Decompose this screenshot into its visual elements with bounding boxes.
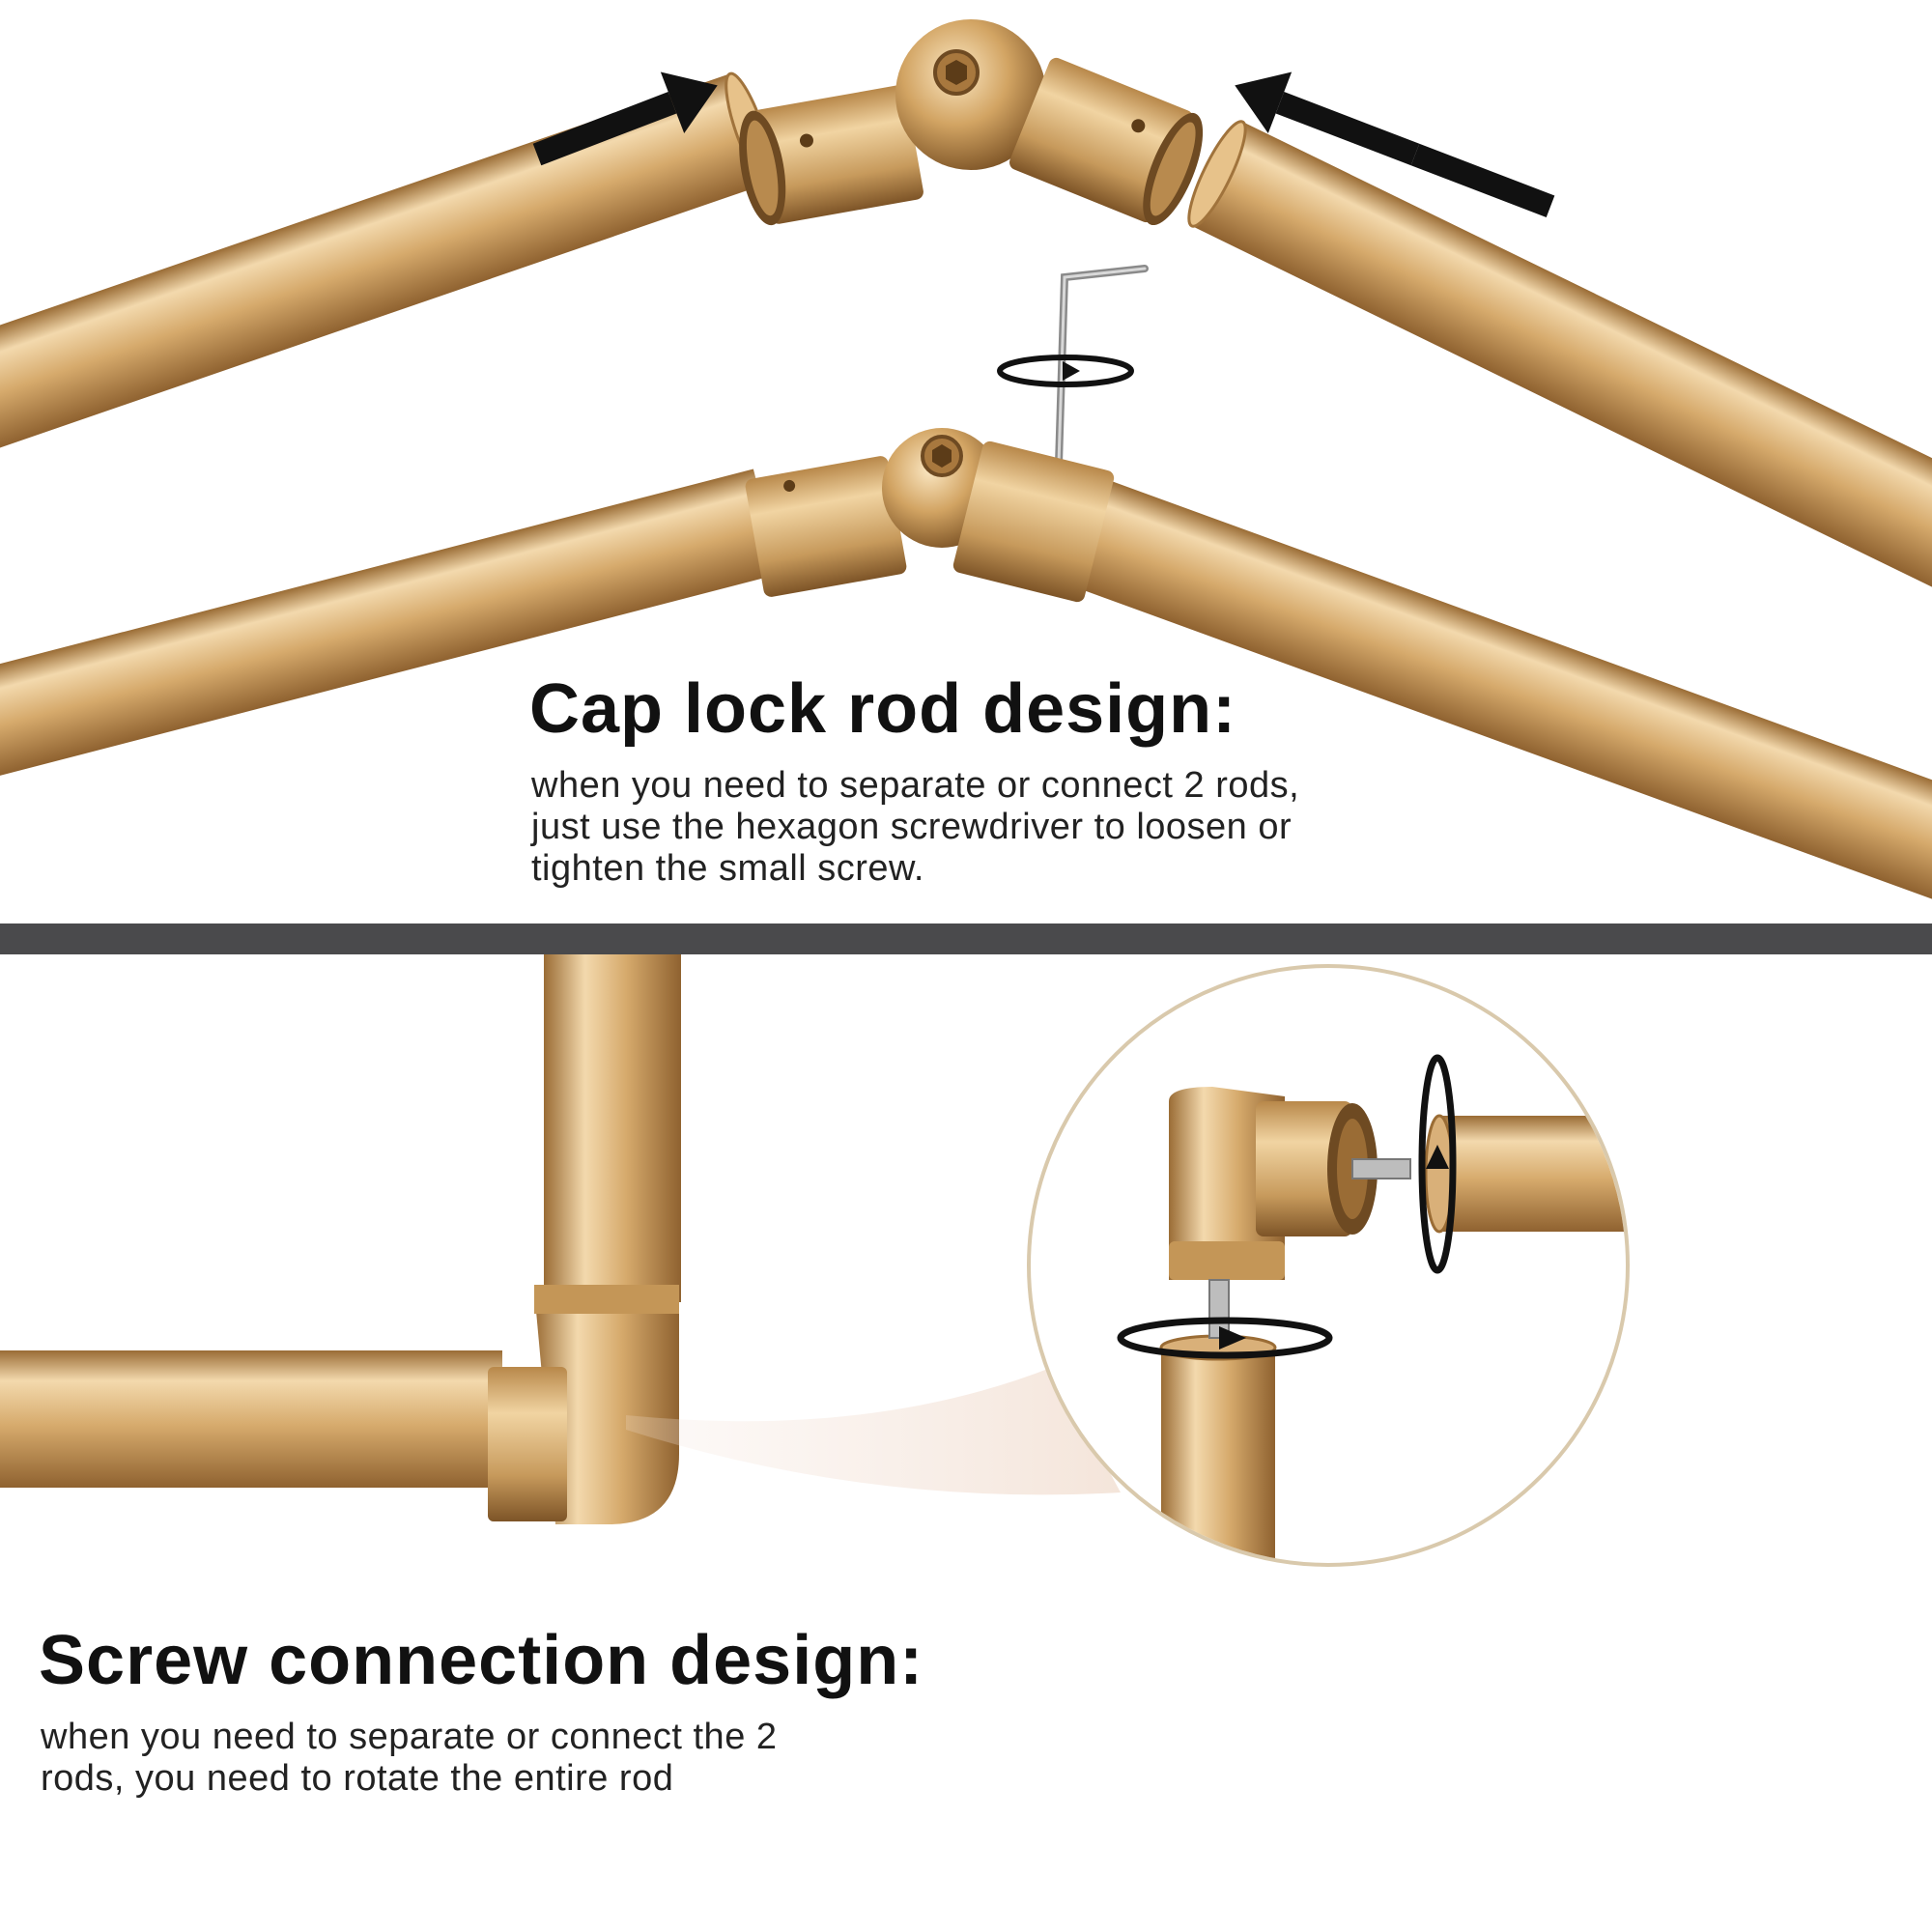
upper-right-rod bbox=[1187, 120, 1932, 608]
vertical-rod bbox=[544, 954, 681, 1302]
left-arrow-icon bbox=[1235, 71, 1555, 217]
screw-connection-description-line: rods, you need to rotate the entire rod bbox=[41, 1758, 674, 1799]
rotate-arrow-icon bbox=[1117, 1317, 1333, 1359]
cap-lock-description-line: just use the hexagon screwdriver to loos… bbox=[531, 807, 1293, 847]
rotate-arrow-icon bbox=[997, 355, 1134, 387]
screw-connection-heading: Screw connection design: bbox=[39, 1622, 924, 1699]
cap-lock-description-line: when you need to separate or connect 2 r… bbox=[531, 765, 1300, 806]
zoom-detail-circle bbox=[1027, 964, 1630, 1567]
cap-lock-heading: Cap lock rod design: bbox=[529, 670, 1237, 748]
lower-left-cap bbox=[745, 456, 907, 597]
cap-lock-description-line: tighten the small screw. bbox=[531, 848, 924, 889]
lower-right-rod bbox=[1053, 473, 1932, 910]
elbow-joint bbox=[488, 1285, 679, 1524]
right-arrow-icon bbox=[532, 71, 718, 166]
upper-left-rod bbox=[0, 71, 774, 467]
horizontal-rod bbox=[0, 1350, 502, 1488]
upper-left-cap bbox=[739, 85, 923, 226]
screw-connection-description: when you need to separate or connect the… bbox=[41, 1717, 778, 1800]
upper-right-cap bbox=[1009, 57, 1204, 226]
zoom-indicator bbox=[626, 1367, 1121, 1495]
lower-left-rod bbox=[0, 469, 781, 792]
upper-ball-joint bbox=[895, 19, 1046, 170]
cap-lock-description: when you need to separate or connect 2 r… bbox=[531, 765, 1299, 890]
screw-connection-description-line: when you need to separate or connect the… bbox=[41, 1717, 778, 1757]
section-divider bbox=[0, 923, 1932, 954]
lower-right-cap bbox=[952, 440, 1115, 603]
rotate-arrow-icon bbox=[1418, 1054, 1457, 1274]
hex-key-icon bbox=[1055, 265, 1149, 468]
